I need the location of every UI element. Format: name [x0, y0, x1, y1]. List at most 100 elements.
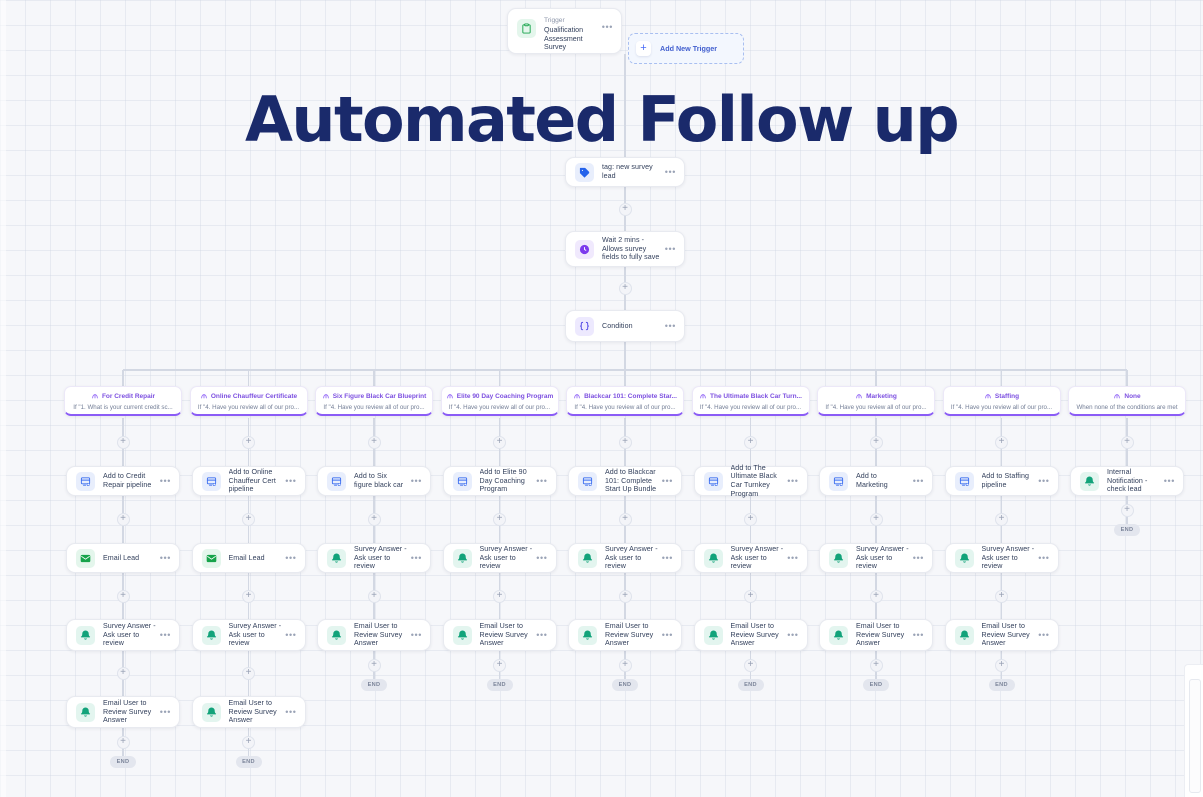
add-step-button[interactable]: +: [493, 658, 506, 672]
workflow-node[interactable]: Survey Answer - Ask user to review•••: [568, 543, 682, 573]
workflow-node[interactable]: Add to Six figure black car•••: [317, 466, 431, 496]
add-step-button[interactable]: +: [995, 513, 1008, 526]
add-step-button[interactable]: +: [995, 589, 1008, 603]
add-step-button[interactable]: +: [242, 513, 255, 526]
workflow-node[interactable]: Add to Online Chauffeur Cert pipeline•••: [191, 466, 306, 496]
node-menu-icon[interactable]: •••: [912, 553, 924, 563]
node-menu-icon[interactable]: •••: [410, 553, 422, 563]
workflow-node[interactable]: Email Lead•••: [191, 543, 306, 573]
add-step-button[interactable]: +: [242, 435, 255, 449]
add-step-button[interactable]: +: [869, 435, 883, 449]
node-menu-icon[interactable]: •••: [159, 476, 171, 486]
workflow-node[interactable]: Add to Elite 90 Day Coaching Program•••: [442, 466, 557, 496]
add-step-button[interactable]: +: [744, 513, 757, 526]
add-step-button[interactable]: +: [367, 435, 381, 449]
workflow-node[interactable]: Survey Answer - Ask user to review•••: [819, 543, 933, 573]
node-menu-icon[interactable]: •••: [1038, 476, 1050, 486]
node-menu-icon[interactable]: •••: [410, 630, 422, 640]
workflow-node[interactable]: Add to The Ultimate Black Car Turnkey Pr…: [693, 464, 808, 498]
workflow-node-condition[interactable]: Condition•••: [565, 310, 685, 342]
trigger-menu-icon[interactable]: •••: [601, 22, 613, 32]
node-menu-icon[interactable]: •••: [536, 630, 548, 640]
workflow-node[interactable]: Add to Marketing•••: [819, 466, 933, 496]
workflow-node[interactable]: Survey Answer - Ask user to review•••: [693, 543, 808, 573]
node-menu-icon[interactable]: •••: [285, 630, 297, 640]
add-step-button[interactable]: +: [367, 513, 381, 526]
node-menu-icon[interactable]: •••: [285, 707, 297, 717]
add-step-button[interactable]: +: [116, 435, 130, 449]
node-menu-icon[interactable]: •••: [285, 476, 297, 486]
add-step-button[interactable]: +: [116, 513, 130, 526]
node-menu-icon[interactable]: •••: [664, 321, 676, 331]
workflow-node-wait[interactable]: Wait 2 mins - Allows survey fields to fu…: [565, 231, 685, 267]
workflow-node[interactable]: Survey Answer - Ask user to review•••: [944, 543, 1059, 573]
workflow-node[interactable]: Email User to Review Survey Answer•••: [944, 619, 1059, 651]
workflow-node[interactable]: Internal Notification - check lead•••: [1070, 466, 1184, 496]
add-step-button[interactable]: +: [493, 513, 506, 526]
node-menu-icon[interactable]: •••: [1038, 630, 1050, 640]
node-menu-icon[interactable]: •••: [1163, 476, 1175, 486]
node-menu-icon[interactable]: •••: [787, 630, 799, 640]
workflow-node[interactable]: Email User to Review Survey Answer•••: [317, 619, 431, 651]
add-step-button[interactable]: +: [618, 435, 632, 449]
add-step-button[interactable]: +: [1120, 503, 1134, 517]
add-step-button[interactable]: +: [367, 658, 381, 672]
add-step-button[interactable]: +: [744, 589, 757, 603]
add-step-button[interactable]: +: [493, 589, 506, 603]
workflow-node[interactable]: Survey Answer - Ask user to review•••: [66, 619, 180, 651]
add-step-button[interactable]: +: [618, 589, 632, 603]
add-step-button[interactable]: +: [869, 513, 883, 526]
node-menu-icon[interactable]: •••: [410, 476, 422, 486]
workflow-node[interactable]: Email User to Review Survey Answer•••: [191, 696, 306, 728]
node-menu-icon[interactable]: •••: [159, 630, 171, 640]
branch-header-5[interactable]: The Ultimate Black Car Turn...If "4. Hav…: [691, 386, 810, 416]
workflow-node-tag[interactable]: tag: new survey lead•••: [565, 157, 685, 187]
node-menu-icon[interactable]: •••: [159, 553, 171, 563]
node-menu-icon[interactable]: •••: [787, 553, 799, 563]
add-step-button[interactable]: +: [995, 435, 1008, 449]
add-step-button[interactable]: +: [116, 735, 130, 749]
add-step-button[interactable]: +: [618, 658, 632, 672]
workflow-node[interactable]: Survey Answer - Ask user to review•••: [442, 543, 557, 573]
add-step-button[interactable]: +: [242, 667, 255, 680]
node-menu-icon[interactable]: •••: [661, 476, 673, 486]
add-step-button[interactable]: +: [869, 658, 883, 672]
add-step-button[interactable]: +: [116, 589, 130, 603]
workflow-node[interactable]: Email User to Review Survey Answer•••: [819, 619, 933, 651]
node-menu-icon[interactable]: •••: [787, 476, 799, 486]
workflow-node[interactable]: Add to Credit Repair pipeline•••: [66, 466, 180, 496]
add-step-button[interactable]: +: [618, 513, 632, 526]
add-step-button[interactable]: +: [367, 589, 381, 603]
add-step-button[interactable]: +: [618, 282, 632, 295]
workflow-node[interactable]: Survey Answer - Ask user to review•••: [191, 619, 306, 651]
node-menu-icon[interactable]: •••: [285, 553, 297, 563]
add-step-button[interactable]: +: [995, 658, 1008, 672]
add-step-button[interactable]: +: [618, 202, 632, 216]
workflow-node[interactable]: Add to Staffing pipeline•••: [944, 466, 1059, 496]
node-menu-icon[interactable]: •••: [661, 553, 673, 563]
node-menu-icon[interactable]: •••: [664, 244, 676, 254]
workflow-node[interactable]: Email Lead•••: [66, 543, 180, 573]
workflow-node[interactable]: Add to Blackcar 101: Complete Start Up B…: [568, 466, 682, 496]
node-menu-icon[interactable]: •••: [661, 630, 673, 640]
workflow-node[interactable]: Survey Answer - Ask user to review•••: [317, 543, 431, 573]
add-step-button[interactable]: +: [1120, 435, 1134, 449]
add-step-button[interactable]: +: [869, 589, 883, 603]
node-menu-icon[interactable]: •••: [912, 630, 924, 640]
node-menu-icon[interactable]: •••: [159, 707, 171, 717]
branch-header-4[interactable]: Blackcar 101: Complete Star...If "4. Hav…: [566, 386, 684, 416]
node-menu-icon[interactable]: •••: [536, 476, 548, 486]
node-menu-icon[interactable]: •••: [912, 476, 924, 486]
workflow-node[interactable]: Email User to Review Survey Answer•••: [693, 619, 808, 651]
add-step-button[interactable]: +: [242, 735, 255, 749]
add-step-button[interactable]: +: [116, 667, 130, 680]
node-menu-icon[interactable]: •••: [1038, 553, 1050, 563]
add-step-button[interactable]: +: [493, 435, 506, 449]
add-step-button[interactable]: +: [744, 435, 757, 449]
